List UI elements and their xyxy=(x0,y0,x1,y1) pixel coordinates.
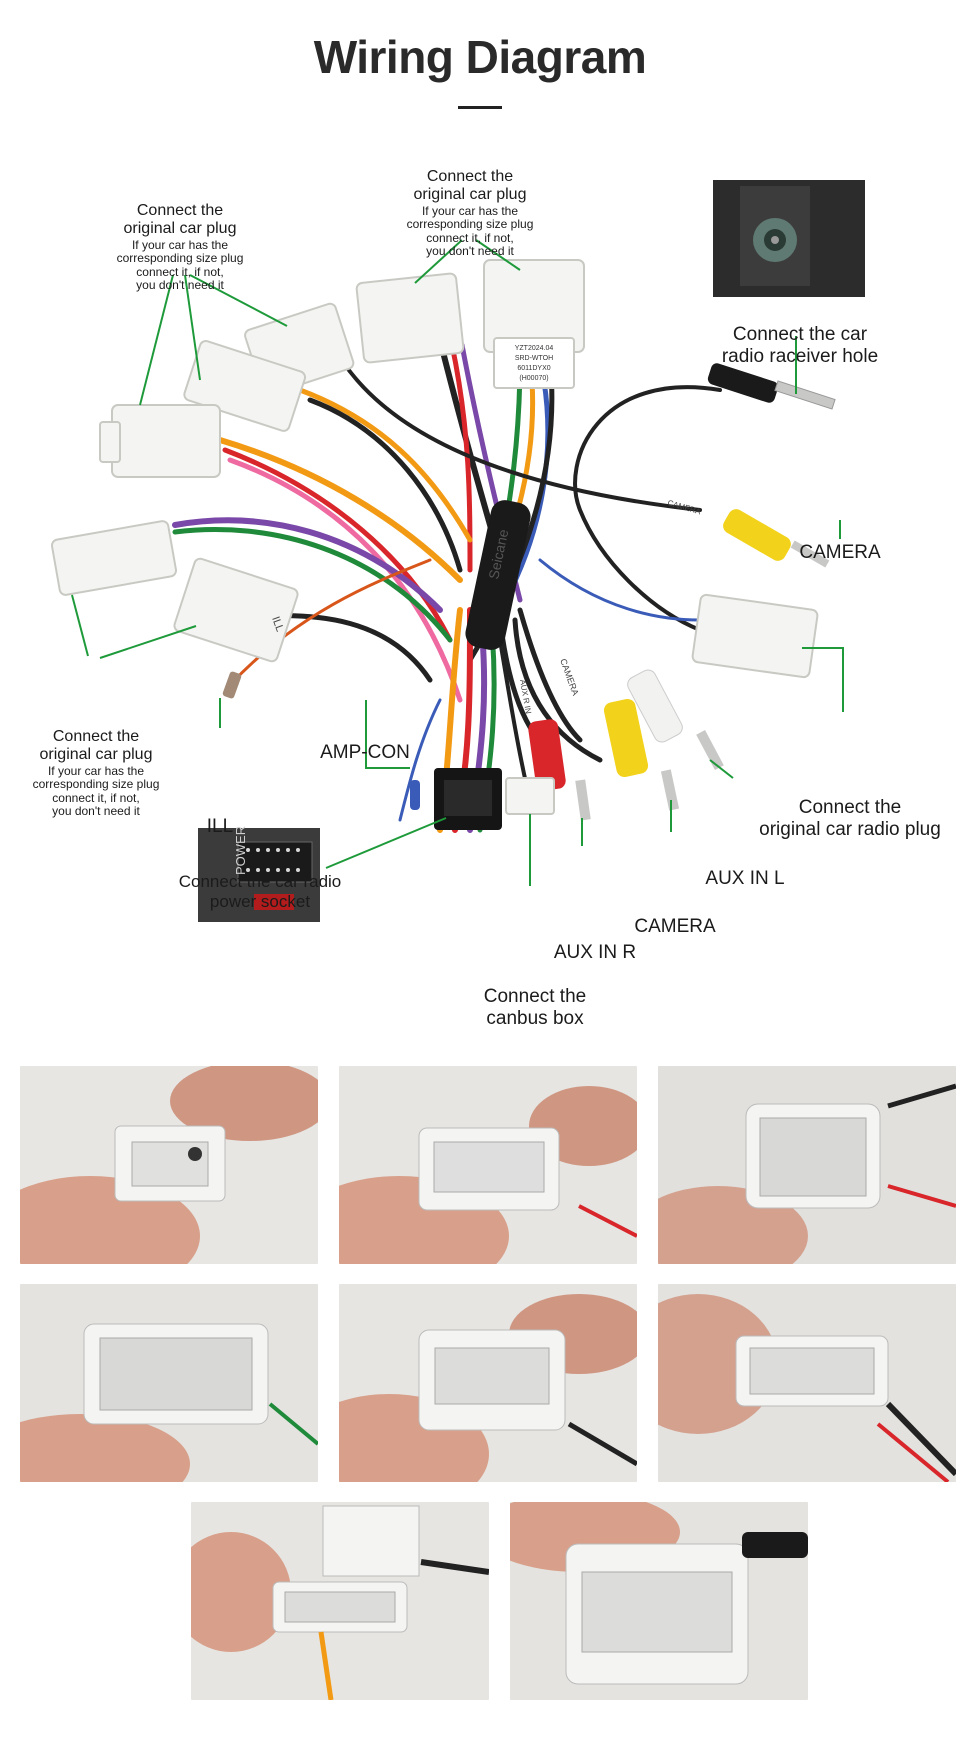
label-plug-left-top-sub-1: If your car has the xyxy=(131,237,229,252)
label-power-socket-line-2: power socket xyxy=(209,891,311,911)
camera-cable-tag-bottom: CAMERA xyxy=(558,657,581,697)
connector-photo-5-image xyxy=(339,1294,637,1482)
label-canbus-line-1: Connect the xyxy=(483,986,587,1007)
label-plug-left-top: Connect the original car plug If your ca… xyxy=(100,202,260,293)
connector-photo-6-image xyxy=(658,1294,956,1482)
label-aux-in-l: AUX IN L xyxy=(705,868,785,889)
label-plug-center-top-sub-1: If your car has the xyxy=(421,203,519,218)
wiring-harness-diagram: Seicane YZT2024.04 SRD-WTOH 6011DYX0 (H0… xyxy=(50,180,865,922)
connector-photo-2 xyxy=(339,1066,637,1264)
harness-sleeve xyxy=(465,500,531,650)
label-radio-plug-line-1: Connect the xyxy=(798,797,902,818)
plug-top-right xyxy=(483,259,585,389)
label-radio-plug: Connect the original car radio plug xyxy=(740,797,960,841)
label-plug-left-bottom-head-2: original car plug xyxy=(39,746,153,764)
label-plug-left-bottom-sub-4: you don't need it xyxy=(52,804,140,819)
plug-left-middle xyxy=(50,520,178,596)
ill-cable-tag: ILL xyxy=(269,615,286,633)
connector-photo-4-image xyxy=(20,1323,318,1482)
label-ill: ILL xyxy=(206,816,234,837)
connector-photo-5 xyxy=(339,1284,637,1482)
label-plug-left-bottom: Connect the original car plug If your ca… xyxy=(16,728,176,819)
plug-left-lower xyxy=(173,557,299,663)
label-plug-center-top-sub-3: connect it, if not, xyxy=(426,230,514,245)
page-title: Wiring Diagram xyxy=(313,31,647,83)
label-plug-center-top-head-1: Connect the xyxy=(426,168,514,185)
power-connector xyxy=(434,768,502,830)
connector-photo-1-image xyxy=(20,1066,318,1264)
antenna-hole-photo xyxy=(713,180,865,297)
label-plug-center-top-sub-4: you don't need it xyxy=(426,244,514,259)
connector-photo-8 xyxy=(510,1502,808,1700)
label-canbus: Connect the canbus box xyxy=(450,986,620,1030)
connector-photo-8-image xyxy=(510,1502,808,1685)
harness-tag: YZT2024.04 SRD-WTOH 6011DYX0 (H00070) xyxy=(515,345,554,382)
plug-top-left-lower xyxy=(99,404,221,478)
label-power-socket-line-1: Connect the car radio xyxy=(178,872,342,891)
label-canbus-line-2: canbus box xyxy=(486,1007,584,1029)
connector-photo-4 xyxy=(20,1284,318,1482)
rca-camera-bottom xyxy=(603,698,680,811)
connector-photo-7-image xyxy=(191,1505,489,1700)
label-plug-center-top-sub-2: corresponding size plug xyxy=(406,217,534,232)
label-plug-left-bottom-sub-1: If your car has the xyxy=(47,763,145,778)
label-camera-bottom: CAMERA xyxy=(634,916,716,937)
label-power-socket: Connect the car radio power socket xyxy=(160,872,360,911)
label-plug-left-top-sub-2: corresponding size plug xyxy=(116,251,244,266)
harness-tag-line-2: SRD-WTOH xyxy=(515,355,553,362)
connector-photo-3-image xyxy=(658,1083,956,1264)
connector-photo-1 xyxy=(20,1066,318,1264)
label-plug-left-top-head-1: Connect the xyxy=(136,202,224,219)
label-camera-top: CAMERA xyxy=(799,542,881,563)
canbus-connector xyxy=(505,777,555,815)
label-plug-center-top: Connect the original car plug If your ca… xyxy=(390,168,550,259)
label-plug-left-top-sub-3: connect it, if not, xyxy=(136,264,224,279)
title-underline xyxy=(458,106,502,109)
power-socket-photo: POWER xyxy=(198,826,320,922)
rca-aux-in-l xyxy=(627,669,724,771)
leader-lines xyxy=(71,239,844,886)
antenna-connector xyxy=(707,363,836,410)
label-plug-left-top-sub-4: you don't need it xyxy=(136,278,224,293)
rca-aux-in-r xyxy=(528,719,591,821)
camera-cable-tag-top: CAMERA xyxy=(666,498,702,516)
label-plug-left-bottom-sub-2: corresponding size plug xyxy=(32,777,160,792)
label-plug-left-bottom-head-1: Connect the xyxy=(52,728,140,745)
label-radio-plug-line-2: original car radio plug xyxy=(759,818,941,840)
label-antenna-line-1: Connect the car xyxy=(732,324,868,345)
connector-photo-2-image xyxy=(339,1086,637,1264)
label-antenna: Connect the car radio raceiver hole xyxy=(700,324,900,368)
amp-con-wire-tip xyxy=(410,780,420,810)
camera-rca-top xyxy=(723,509,830,568)
power-panel-marking: POWER xyxy=(233,826,248,875)
connector-photo-3 xyxy=(658,1066,956,1264)
plug-right-radio xyxy=(691,593,819,679)
label-plug-center-top-head-2: original car plug xyxy=(413,186,527,204)
plug-top-center xyxy=(355,272,465,364)
label-plug-left-top-head-2: original car plug xyxy=(123,220,237,238)
harness-tag-line-3: 6011DYX0 xyxy=(517,365,550,372)
harness-tag-line-1: YZT2024.04 xyxy=(515,345,554,352)
ill-wire-tip xyxy=(222,671,242,699)
label-aux-in-r: AUX IN R xyxy=(553,942,637,963)
label-plug-left-bottom-sub-3: connect it, if not, xyxy=(52,790,140,805)
harness-tag-line-4: (H00070) xyxy=(519,375,548,382)
connector-photo-7 xyxy=(191,1502,489,1700)
label-antenna-line-2: radio raceiver hole xyxy=(721,345,879,367)
connector-photo-6 xyxy=(658,1284,956,1482)
label-amp-con: AMP-CON xyxy=(320,742,410,763)
